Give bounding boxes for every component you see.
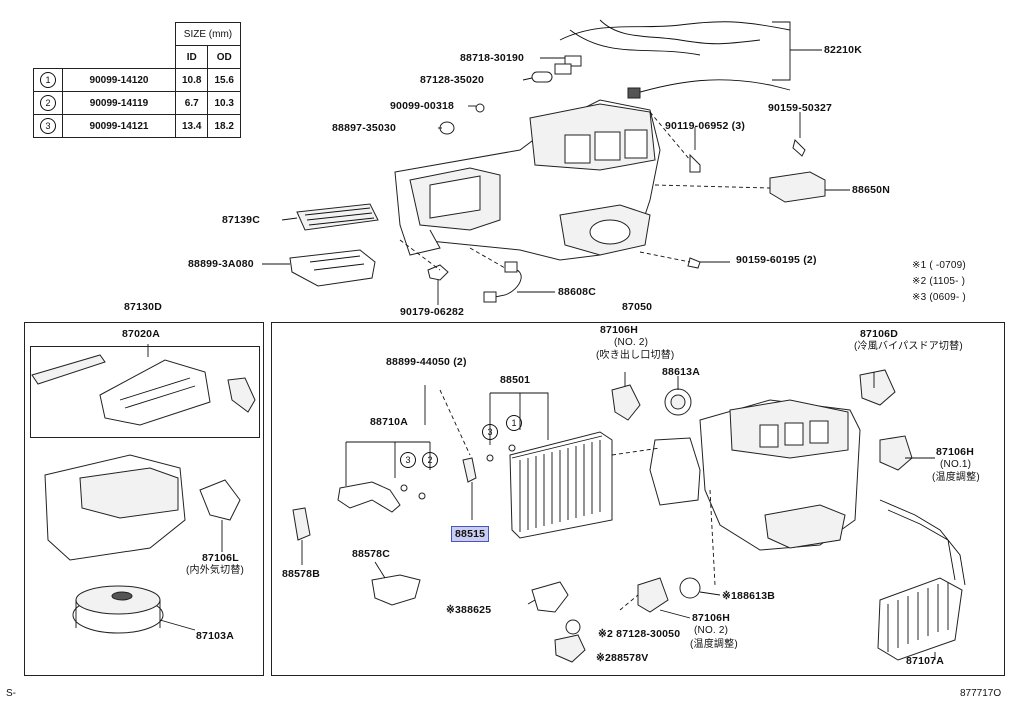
table-corner [34, 23, 176, 46]
id-value: 13.4 [174, 114, 209, 138]
wire-harness-82210k [554, 19, 791, 99]
size-table: SIZE (mm) ID OD 1 90099-14120 10.8 15.6 … [33, 22, 241, 138]
label-87107a[interactable]: 87107A [906, 655, 944, 667]
od-value: 15.6 [207, 68, 241, 92]
label-87106h-top[interactable]: 87106H [600, 324, 638, 336]
label-87106l[interactable]: 87106L [202, 552, 239, 564]
bracket-88578c [371, 574, 421, 606]
footer-right-code: 877717O [960, 688, 1002, 699]
screw-90099-00318 [475, 103, 485, 113]
mark-circle: 2 [40, 95, 56, 111]
module-88650n [769, 171, 826, 203]
label-90159-50327[interactable]: 90159-50327 [768, 102, 833, 114]
label-87106h-bottom-desc: (温度調整) [690, 639, 738, 650]
sensor-88625 [531, 581, 569, 613]
note-2: ※2 (1105- ) [912, 276, 966, 287]
mark-circle-3b: 3 [400, 452, 416, 468]
heater-core-87107a [877, 499, 966, 661]
label-87106d-desc: (冷風バイパスドア切替) [854, 341, 963, 352]
label-88718-30190[interactable]: 88718-30190 [460, 52, 525, 64]
label-87128-35020[interactable]: 87128-35020 [420, 74, 485, 86]
label-87106h-right-no: (NO.1) [940, 459, 972, 470]
mark-circle-3a: 3 [482, 424, 498, 440]
label-88710a[interactable]: 88710A [370, 416, 408, 428]
label-88501[interactable]: 88501 [500, 374, 531, 386]
label-87128-30050[interactable]: ※2 87128-30050 [598, 628, 681, 640]
label-88899-44050[interactable]: 88899-44050 (2) [386, 356, 467, 368]
note-1: ※1 ( -0709) [912, 260, 966, 271]
screw-90159-60195 [687, 257, 701, 269]
upper-hvac-assembly [394, 99, 661, 261]
mark-circle: 3 [40, 118, 56, 134]
label-88578c[interactable]: 88578C [352, 548, 390, 560]
label-87106h-bottom[interactable]: 87106H [692, 612, 730, 624]
size-header: SIZE (mm) [175, 22, 241, 46]
grommet-87128-35020 [531, 71, 553, 83]
label-90119-06952[interactable]: 90119-06952 (3) [665, 120, 746, 132]
label-90099-00318[interactable]: 90099-00318 [390, 100, 455, 112]
id-header: ID [174, 45, 209, 69]
od-value: 18.2 [207, 114, 241, 138]
table-row: 1 90099-14120 10.8 15.6 [33, 68, 241, 92]
gear-188613b [679, 577, 701, 599]
id-value: 10.8 [174, 68, 209, 92]
box-87130d [24, 322, 264, 676]
table-row: 2 90099-14119 6.7 10.3 [33, 91, 241, 115]
label-88515-highlighted[interactable]: 88515 [450, 526, 490, 542]
od-value: 10.3 [207, 91, 241, 115]
screw-90159-50327 [792, 139, 806, 157]
actuator-87106h-lower [637, 577, 669, 613]
part-number[interactable]: 90099-14120 [62, 68, 176, 92]
valve-88515 [462, 457, 477, 483]
label-87106l-desc: (内外気切替) [186, 565, 245, 576]
od-header: OD [207, 45, 241, 69]
box-87050 [271, 322, 1005, 676]
note-3: ※3 (0609- ) [912, 292, 966, 303]
label-388625[interactable]: ※388625 [446, 604, 492, 616]
label-82210k[interactable]: 82210K [824, 44, 862, 56]
label-87050[interactable]: 87050 [622, 301, 653, 313]
label-87106d[interactable]: 87106D [860, 328, 898, 340]
label-87106h-right[interactable]: 87106H [936, 446, 974, 458]
label-90179-06282[interactable]: 90179-06282 [400, 306, 465, 318]
label-87130d[interactable]: 87130D [124, 301, 162, 313]
mark-circle-1: 1 [506, 415, 522, 431]
grommet-87128-30050 [565, 619, 581, 635]
label-87106h-bottom-no: (NO. 2) [694, 625, 729, 636]
nut-90179-06282 [427, 264, 449, 281]
mark-circle: 1 [40, 72, 56, 88]
label-88578v[interactable]: ※288578V [596, 652, 649, 664]
screw-90119-06952 [689, 153, 701, 173]
label-87103a[interactable]: 87103A [196, 630, 234, 642]
footer-left: S- [6, 688, 16, 699]
pad-88578v [554, 634, 586, 663]
label-87106h-top-no: (NO. 2) [614, 337, 649, 348]
pad-88578b [292, 507, 311, 541]
label-88608c[interactable]: 88608C [558, 286, 596, 298]
label-88578b[interactable]: 88578B [282, 568, 320, 580]
label-87106h-right-desc: (温度調整) [932, 472, 980, 483]
label-90159-60195[interactable]: 90159-60195 (2) [736, 254, 817, 266]
evaporator-88501 [509, 431, 613, 539]
pipe-88710a [337, 441, 431, 513]
part-number[interactable]: 90099-14121 [62, 114, 176, 138]
blower-assembly-87130d [31, 354, 256, 634]
hvac-unit-87050 [611, 369, 913, 551]
label-88899-3a080[interactable]: 88899-3A080 [188, 258, 254, 270]
seal-88897-35030 [439, 121, 455, 135]
table-row: 3 90099-14121 13.4 18.2 [33, 114, 241, 138]
id-value: 6.7 [174, 91, 209, 115]
mark-circle-2: 2 [422, 452, 438, 468]
label-87106h-top-desc: (吹き出し口切替) [596, 350, 675, 361]
part-number[interactable]: 90099-14119 [62, 91, 176, 115]
label-88897-35030[interactable]: 88897-35030 [332, 122, 397, 134]
label-87020a[interactable]: 87020A [122, 328, 160, 340]
label-88613a[interactable]: 88613A [662, 366, 700, 378]
label-188613b[interactable]: ※188613B [722, 590, 776, 602]
box-87020a [30, 346, 260, 438]
label-88650n[interactable]: 88650N [852, 184, 890, 196]
label-87139c[interactable]: 87139C [222, 214, 260, 226]
